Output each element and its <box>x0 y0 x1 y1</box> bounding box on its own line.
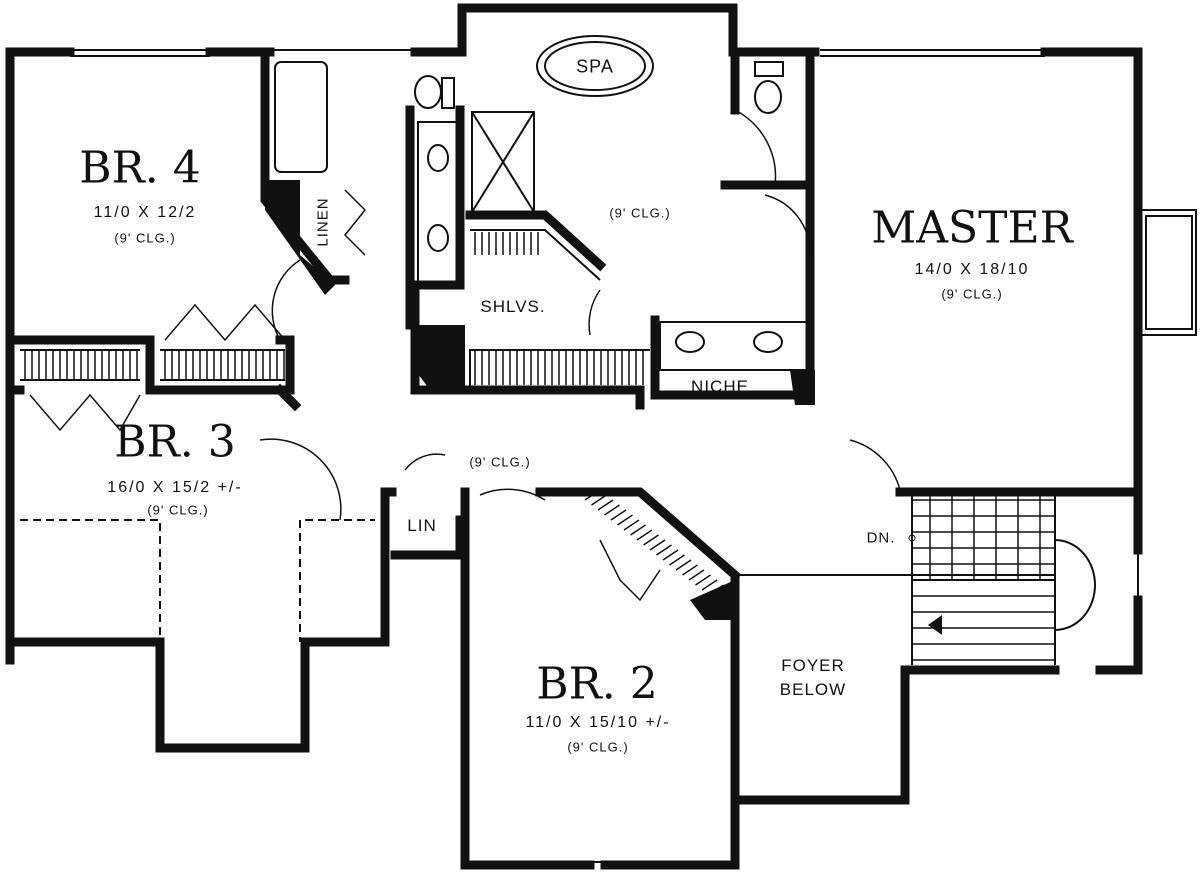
tread-line <box>636 529 653 541</box>
tread-line <box>630 524 646 536</box>
tread-line <box>597 499 614 511</box>
tread-line <box>669 554 685 566</box>
foyer-label: FOYER <box>781 656 845 675</box>
room-name-br3: BR. 3 <box>114 416 236 468</box>
tread-line <box>675 559 692 571</box>
tread-line <box>701 579 718 591</box>
tread-line <box>584 489 601 501</box>
room-size-br3: 16/0 X 15/2 +/- <box>107 479 243 496</box>
hall-ceiling-label: (9' CLG.) <box>469 454 531 470</box>
tread-line <box>662 549 679 561</box>
room-name-master: MASTER <box>871 202 1073 254</box>
stair-treads <box>24 232 1055 661</box>
room-size-master: 14/0 X 18/10 <box>914 261 1030 278</box>
down-label: DN. <box>866 529 896 547</box>
spa-tub <box>536 35 654 97</box>
tread-line <box>643 534 659 546</box>
room-ceiling-br2: (9' CLG.) <box>567 739 629 755</box>
room-ceiling-master: (9' CLG.) <box>941 286 1003 302</box>
tread-line <box>695 574 711 586</box>
bathtub <box>274 61 328 173</box>
shelves-label: SHLVS. <box>480 297 546 316</box>
room-ceiling-br3: (9' CLG.) <box>147 502 209 518</box>
tread-line <box>604 504 620 516</box>
lin-label: LIN <box>407 516 437 535</box>
toilet <box>414 75 442 109</box>
spa-label: SPA <box>576 56 614 77</box>
linen-label: LINEN <box>314 197 332 247</box>
below-label: BELOW <box>779 680 847 699</box>
niche-label: NICHE <box>691 377 749 396</box>
stair-direction-arrow <box>928 615 942 635</box>
tread-line <box>623 519 640 531</box>
shower <box>471 111 535 213</box>
toilet <box>754 80 782 114</box>
solid-fills <box>265 180 815 620</box>
room-size-br2: 11/0 X 15/10 +/- <box>525 714 671 731</box>
room-ceiling-br4: (9' CLG.) <box>114 230 176 246</box>
door-swings <box>29 109 901 602</box>
room-name-br2: BR. 2 <box>536 658 658 710</box>
fixtures <box>20 35 1096 665</box>
room-size-br4: 11/0 X 12/2 <box>93 204 197 221</box>
down-marker <box>908 534 916 542</box>
tread-line <box>682 564 698 576</box>
tread-line <box>610 509 627 521</box>
tread-line <box>656 544 672 556</box>
room-name-br4: BR. 4 <box>79 142 201 194</box>
tread-line <box>688 569 705 581</box>
bath-ceiling-label: (9' CLG.) <box>609 205 671 221</box>
tread-line <box>617 514 633 526</box>
windows <box>70 49 1197 863</box>
tread-line <box>708 584 724 596</box>
tread-line <box>591 494 607 506</box>
tread-line <box>649 539 666 551</box>
